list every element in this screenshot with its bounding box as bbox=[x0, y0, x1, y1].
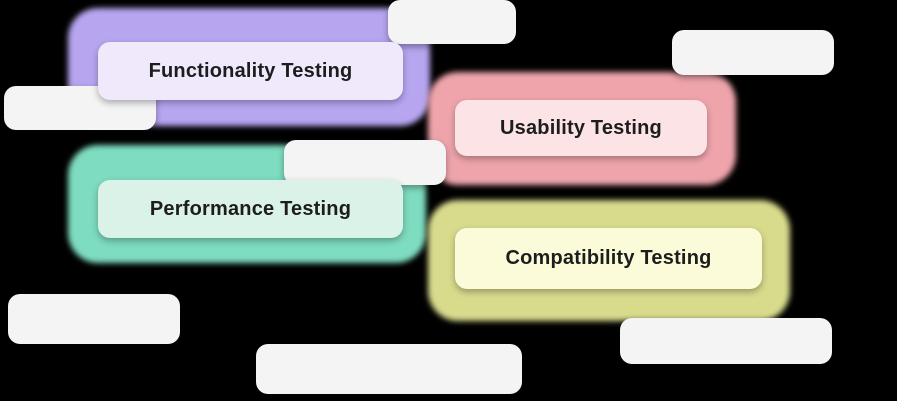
placeholder-box bbox=[256, 344, 522, 394]
node-usability-testing: Usability Testing bbox=[428, 72, 736, 185]
node-performance-testing: Performance Testing bbox=[68, 145, 426, 263]
placeholder-box bbox=[8, 294, 180, 344]
node-label-card: Compatibility Testing bbox=[455, 228, 762, 289]
placeholder-box bbox=[620, 318, 832, 364]
node-label-card: Functionality Testing bbox=[98, 42, 403, 100]
placeholder-box bbox=[672, 30, 834, 75]
placeholder-box bbox=[388, 0, 516, 44]
node-label: Usability Testing bbox=[500, 116, 662, 139]
node-label: Compatibility Testing bbox=[505, 247, 712, 269]
node-label-card: Performance Testing bbox=[98, 180, 403, 238]
node-label: Functionality Testing bbox=[148, 59, 353, 82]
node-compatibility-testing: Compatibility Testing bbox=[428, 200, 790, 321]
node-label: Performance Testing bbox=[149, 197, 352, 220]
placeholder-box bbox=[284, 140, 446, 185]
node-label-card: Usability Testing bbox=[455, 100, 707, 156]
